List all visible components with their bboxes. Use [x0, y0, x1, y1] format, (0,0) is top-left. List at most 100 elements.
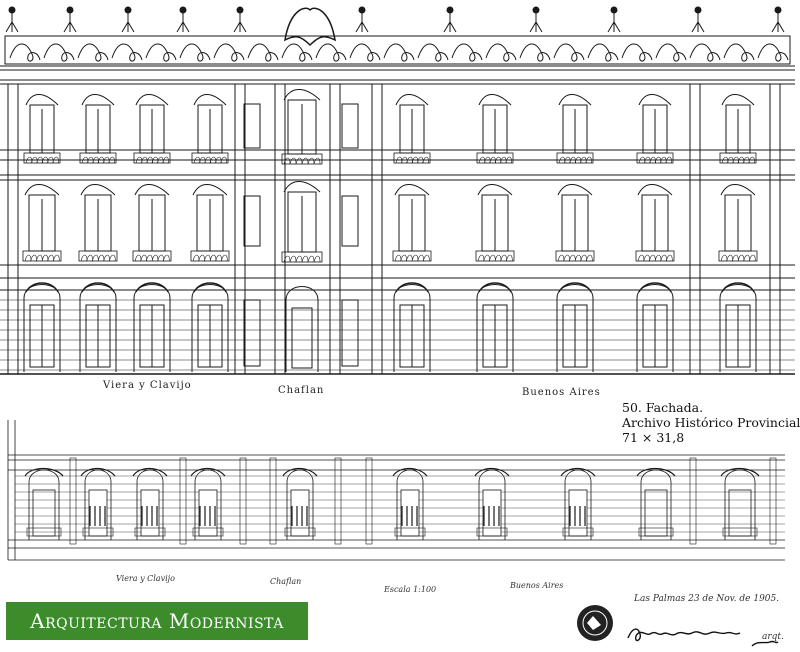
balcony-scroll	[289, 255, 297, 263]
balcony-scroll	[109, 254, 116, 262]
parapet-scroll	[757, 43, 789, 62]
pilaster	[274, 83, 286, 375]
site-banner: Arquitectura Modernista	[6, 602, 308, 640]
finial	[443, 6, 457, 33]
balcony-scroll	[313, 157, 321, 165]
chamfer-window	[243, 103, 261, 367]
finial	[176, 6, 190, 33]
narrow-panel	[243, 103, 261, 149]
parapet-scroll	[689, 43, 721, 62]
lower-opening	[198, 489, 218, 537]
window-pediment	[477, 184, 513, 196]
window-pediment	[638, 94, 672, 106]
window-column	[392, 94, 432, 372]
lower-crown	[132, 467, 168, 477]
door-crown	[135, 282, 169, 293]
door-arch	[393, 284, 431, 372]
balcony-scroll	[563, 254, 570, 262]
door-crown	[638, 282, 672, 293]
lower-pilaster	[769, 457, 777, 545]
upper-facade-elevation	[0, 6, 795, 375]
lower-arch	[286, 469, 314, 540]
finial	[5, 6, 19, 33]
lower-opening	[644, 489, 668, 537]
parapet-scroll	[281, 43, 313, 62]
parapet-scroll	[417, 43, 449, 62]
parapet-scroll	[349, 43, 381, 62]
crest-ornament	[284, 7, 336, 47]
narrow-panel	[243, 299, 261, 367]
window-column	[190, 94, 230, 372]
window-pediment	[558, 94, 592, 106]
balcony-scroll	[289, 157, 297, 165]
window-column	[132, 94, 172, 372]
lower-opening	[140, 489, 160, 537]
window-pediment	[192, 184, 228, 196]
lower-bay	[560, 467, 596, 540]
door-crown	[558, 282, 592, 293]
parapet-scroll	[111, 43, 143, 62]
balcony-scroll	[134, 254, 142, 262]
lower-sill	[638, 527, 674, 537]
upper-label-chaflan: Chaflan	[278, 385, 325, 396]
balcony-scroll	[162, 156, 169, 164]
window-pediment	[25, 94, 59, 106]
lower-arch	[28, 469, 60, 540]
lower-bay	[392, 467, 428, 540]
door-crown	[478, 282, 512, 293]
balcony-scroll	[283, 157, 291, 165]
lower-facade-elevation	[7, 420, 785, 561]
lower-bay	[132, 467, 168, 540]
finial	[607, 6, 621, 33]
balcony-scroll	[103, 254, 110, 262]
upper-label-viera: Viera y Clavijo	[103, 380, 192, 391]
balcony-scroll	[52, 156, 59, 164]
figure-caption: 50. Fachada. Archivo Histórico Provincia…	[622, 400, 800, 445]
lower-pilaster	[269, 457, 277, 545]
pilaster	[7, 83, 19, 375]
lower-bay	[24, 467, 64, 540]
lower-arch	[564, 469, 592, 540]
balcony-scroll	[748, 156, 755, 164]
lower-arch	[640, 469, 672, 540]
lower-crown	[636, 467, 676, 477]
parapet-scroll	[179, 43, 211, 62]
balcony-scroll	[654, 254, 662, 262]
door-arch	[133, 284, 171, 372]
window-pediment	[80, 184, 116, 196]
lower-label-chaflan: Chaflan	[270, 577, 302, 586]
door-crown	[395, 282, 429, 293]
balcony-scroll	[47, 254, 54, 262]
lower-opening	[290, 489, 310, 537]
balcony-scroll	[24, 254, 32, 262]
lower-arch	[136, 469, 164, 540]
balcony-scroll	[30, 254, 37, 262]
caption-archive: Archivo Histórico Provincial.	[622, 415, 800, 430]
balcony-scroll	[307, 255, 315, 263]
balcony-scroll	[215, 254, 222, 262]
lower-opening	[400, 489, 420, 537]
lower-bay	[720, 467, 760, 540]
parapet-scroll	[43, 43, 75, 62]
archive-stamp	[577, 605, 613, 641]
parapet-scroll	[213, 43, 245, 62]
pilaster	[769, 83, 781, 375]
balcony-scroll	[720, 254, 728, 262]
balcony-scroll	[80, 254, 88, 262]
caption-title: 50. Fachada.	[622, 400, 704, 415]
balcony-scroll	[151, 254, 159, 262]
window-pediment	[283, 89, 321, 101]
balcony-scroll	[209, 254, 217, 262]
lower-sill	[134, 527, 166, 537]
door-leaf	[291, 307, 313, 369]
lower-arch	[84, 469, 112, 540]
lower-sill	[82, 527, 114, 537]
lower-arch	[194, 469, 222, 540]
finial	[121, 6, 135, 33]
window-column	[78, 94, 118, 372]
lower-label-scale: Escala 1:100	[384, 585, 437, 594]
balcony-scroll	[198, 254, 205, 262]
lower-sill	[394, 527, 426, 537]
window-column	[555, 94, 595, 372]
